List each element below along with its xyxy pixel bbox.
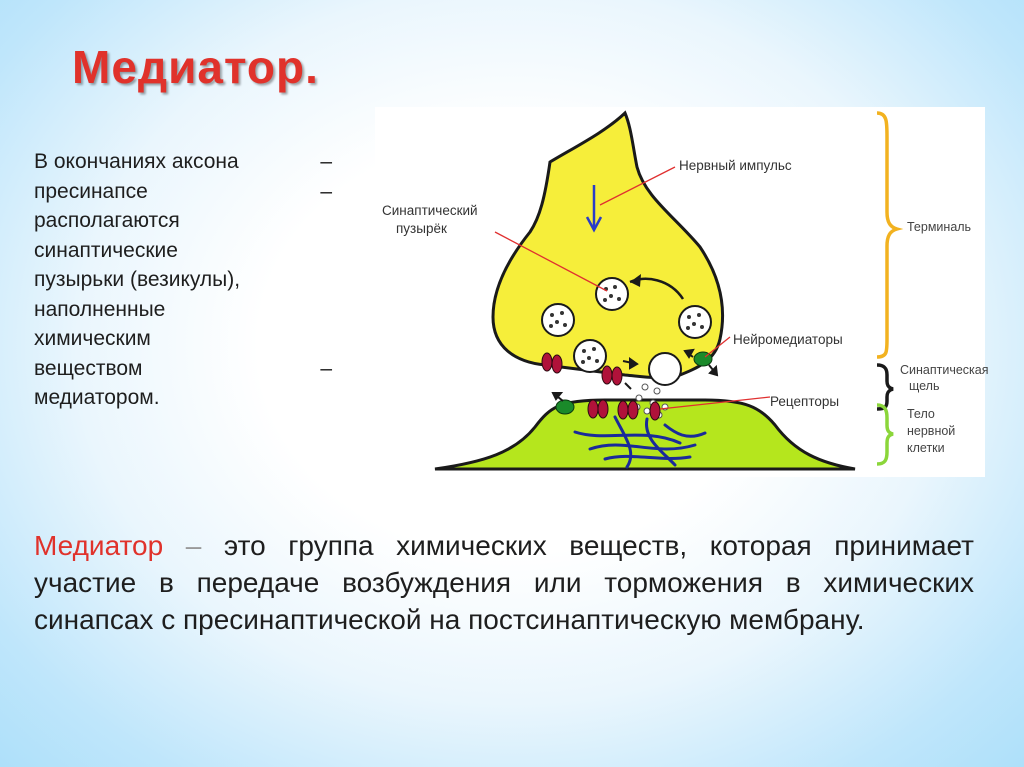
pointer-lines: [494, 166, 771, 410]
left-text-line: В окончаниях аксона–: [34, 150, 332, 173]
label-vesicle-line2: пузырёк: [396, 221, 447, 236]
left-text-line: пузырьки (везикулы),: [34, 268, 241, 291]
synapse-illustration: [434, 110, 904, 471]
label-body-line2: нервной: [907, 424, 956, 438]
postsynaptic-receptors: [587, 399, 661, 421]
left-text-line: располагаются: [34, 209, 180, 232]
label-body-line3: клетки: [907, 441, 945, 455]
definition-text: это группа химических веществ, которая п…: [34, 530, 975, 635]
vesicle-dots: [549, 285, 704, 364]
label-receptors: Рецепторы: [770, 394, 840, 409]
green-receptor-left: [555, 399, 575, 415]
left-text-block: В окончаниях аксона– пресинапсе– распола…: [34, 147, 332, 413]
mediator-definition: Медиатор – это группа химических веществ…: [34, 527, 974, 638]
nerve-fibers: [573, 415, 707, 469]
left-text-line: синаптические: [34, 238, 178, 262]
synapse-diagram: Нервный импульс Синаптический пузырёк Не…: [375, 107, 989, 477]
terminal-brace: [876, 111, 904, 359]
cleft-brace: [876, 363, 894, 411]
left-text-line: веществом–: [34, 356, 332, 380]
slide-title: Медиатор.: [72, 41, 319, 93]
label-cleft-line1: Синаптическая: [900, 363, 989, 377]
left-text-line: медиатором.: [34, 386, 160, 409]
left-text-line: пресинапсе–: [34, 179, 332, 203]
label-nerve-impulse: Нервный импульс: [679, 158, 792, 173]
small-arrows: [551, 348, 719, 402]
label-cleft-line2: щель: [909, 379, 940, 393]
definition-dash: –: [185, 530, 202, 561]
label-neuromediators: Нейромедиаторы: [733, 332, 843, 347]
left-text-line: наполненные: [34, 297, 166, 321]
definition-term: Медиатор: [34, 530, 164, 561]
presynaptic-receptors: [541, 352, 623, 386]
left-text-line: химическим: [34, 327, 151, 350]
label-body-line1: Тело: [907, 407, 935, 421]
impulse-arrow: [585, 185, 603, 233]
body-brace: [876, 403, 894, 466]
label-terminal: Терминаль: [907, 220, 972, 234]
label-vesicle-line1: Синаптический: [382, 203, 478, 218]
axon-terminal: [491, 110, 725, 380]
vesicles: [541, 277, 712, 386]
